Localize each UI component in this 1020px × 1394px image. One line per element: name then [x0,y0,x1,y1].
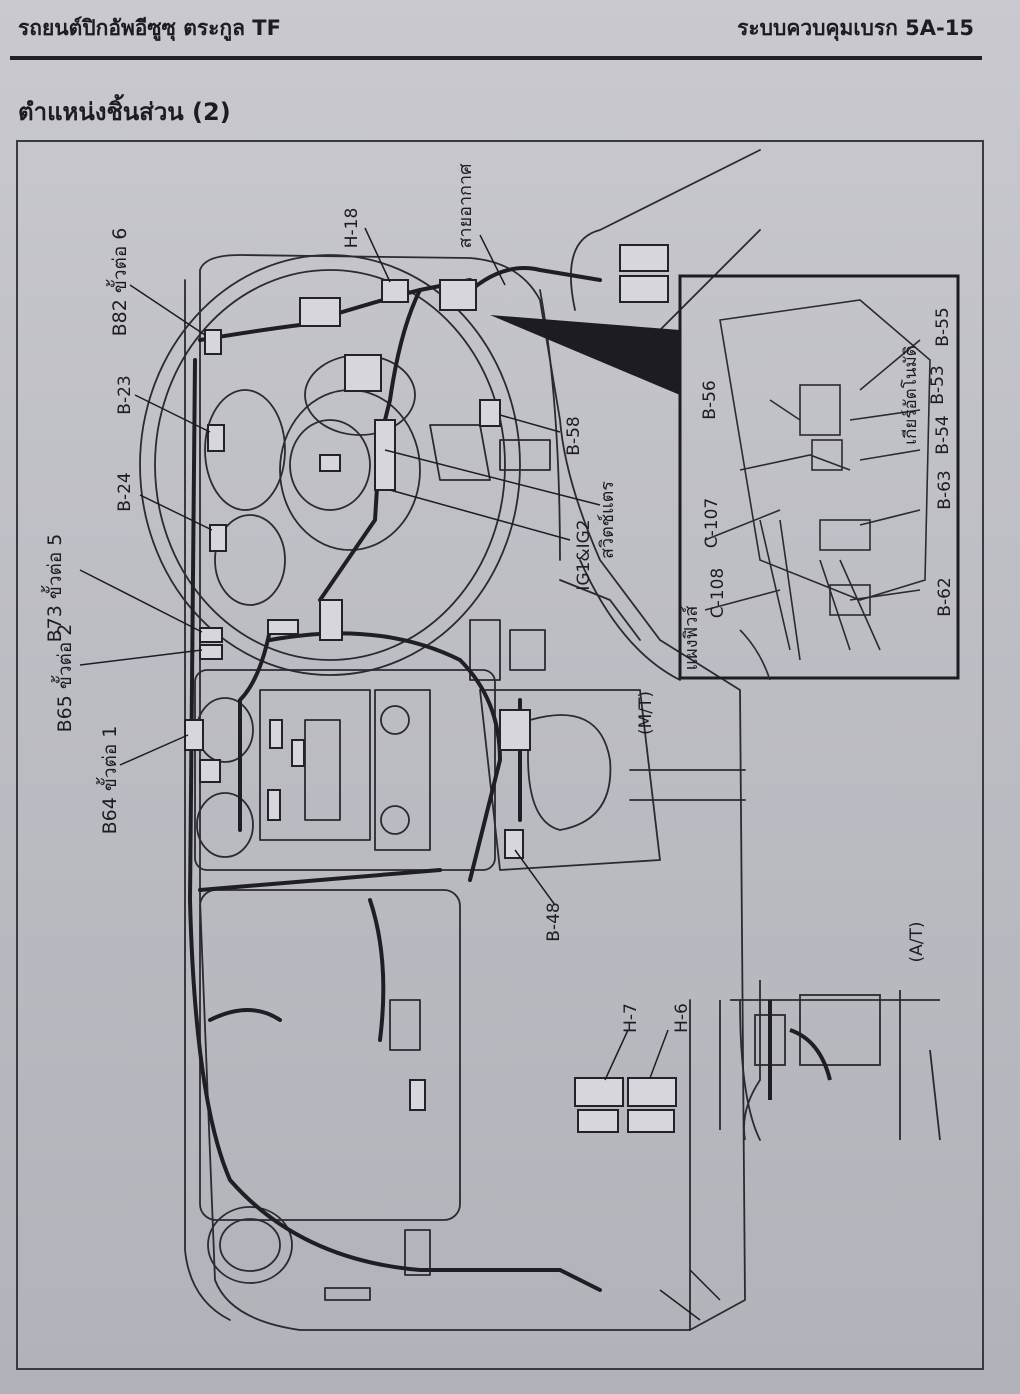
header-chapter-title: ระบบควบคุมเบรก 5A-15 [737,16,974,40]
label-h7: H-7 [621,1003,641,1033]
label-ig: IG1&IG2 [574,519,594,591]
inset-pointer [490,315,680,395]
label-relay: เกียร์อัตโนมัติ [901,345,921,445]
label-ground: สายอากาศ [455,163,476,249]
leader-h18 [364,227,391,283]
leader-b48 [514,849,556,906]
leader-b23 [134,394,211,433]
label-b62: B-62 [935,577,955,617]
label-b65: B65 ขั้วต่อ 2 [54,623,76,733]
label-mt: (M/T) [636,690,656,736]
label-fuse-box: แผงฟิวส์ [681,605,702,671]
leader-h6 [649,1029,669,1079]
label-h18: H-18 [342,207,362,249]
label-c108: C-108 [708,567,728,619]
figure-frame [16,140,984,1370]
label-at: (A/T) [907,921,927,963]
label-b48: B-48 [544,902,564,942]
leader-h7 [604,1029,629,1081]
label-b64: B64 ขั้วต่อ 1 [99,725,121,835]
label-b24: B-24 [115,472,135,512]
section-title: ตำแหน่งชิ้นส่วน (2) [18,98,231,126]
leader-ig [389,489,571,541]
leader-b58 [499,414,561,433]
header-rule [10,56,982,60]
leader-b82 [129,284,206,336]
dashboard-outline [199,254,746,1331]
label-h6: H-6 [672,1003,692,1033]
leader-b24 [139,494,213,531]
label-brake-switch: สวิตช์แตร [597,481,618,559]
leader-brake-switch [384,449,601,506]
header-book-title: รถยนต์ปิกอัพอีซูซุ ตระกูล TF [18,16,281,40]
inset-fuse-panel [678,274,960,680]
center-console [194,669,496,871]
leader-b73 [79,569,203,633]
steering-wheel [139,254,521,676]
at-gearshift-sketch [719,980,941,1141]
leader-b65 [79,649,203,666]
leader-b64 [119,734,189,766]
leader-ground [479,234,506,286]
